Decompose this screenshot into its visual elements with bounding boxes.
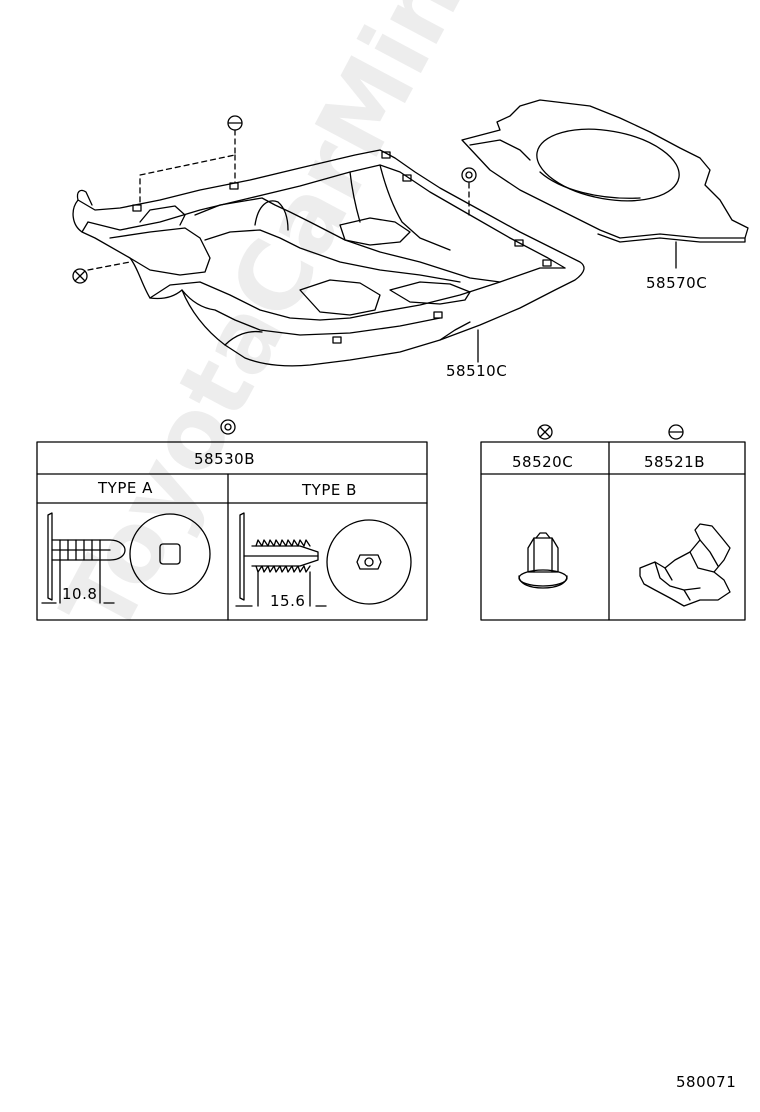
clip-symbols-carpet [72, 115, 477, 284]
clip-table-nut-retainer [480, 424, 746, 621]
label-retainer: 58521B [644, 453, 706, 471]
floor-carpet-drawing [72, 149, 585, 367]
nut-drawing [518, 532, 568, 589]
dimension-type-b: 15.6 [270, 592, 306, 610]
rear-mat-drawing [461, 99, 749, 269]
clip-table-58530b [36, 419, 428, 621]
type-b-clip-drawing [235, 512, 412, 607]
dimension-type-a: 10.8 [62, 585, 98, 603]
retainer-drawing [639, 523, 731, 607]
label-floor-carpet: 58510C [446, 362, 508, 380]
diagram-number: 580071 [676, 1073, 737, 1091]
leader-lines-carpet [87, 129, 470, 271]
label-rear-mat: 58570C [646, 274, 708, 292]
label-clip-group: 58530B [194, 450, 256, 468]
label-type-b: TYPE B [302, 481, 357, 499]
type-a-clip-drawing [41, 512, 211, 604]
label-type-a: TYPE A [98, 479, 153, 497]
label-nut: 58520C [512, 453, 574, 471]
